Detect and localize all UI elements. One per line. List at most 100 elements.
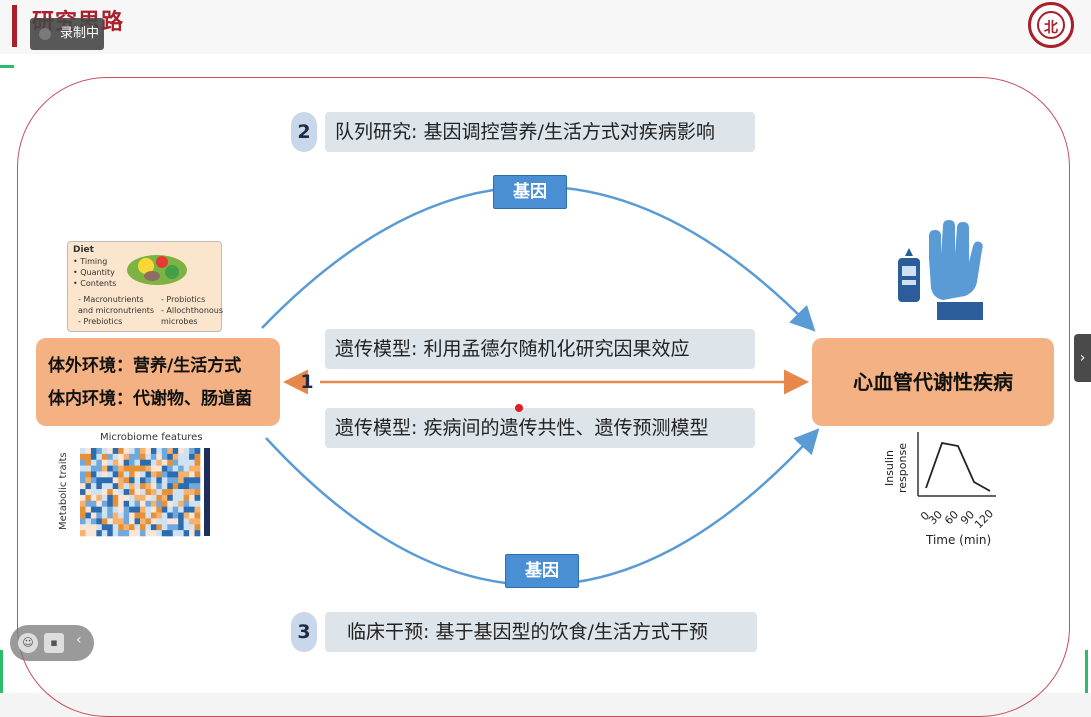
heatmap-cell [112,494,119,502]
heatmap-cell [123,500,130,507]
heatmap-cell [156,453,163,461]
heatmap-cell [134,459,141,466]
heatmap-cell [118,518,124,525]
heatmap-cell [189,518,195,525]
heatmap-cell [172,483,179,490]
heatmap-cell [167,471,174,478]
heatmap-cell [96,494,103,502]
heatmap-cell [85,512,92,519]
heatmap-cell [140,506,146,513]
heatmap-cell [161,518,168,525]
step-2-label: 队列研究: 基因调控营养/生活方式对疾病影响 [325,112,755,152]
diet-subitem: - Prebiotics [78,317,123,326]
heatmap-cell [150,494,157,502]
heatmap-cell [161,500,168,507]
heatmap-cell [140,500,146,507]
heatmap-cell [183,471,190,478]
heatmap-cell [161,459,168,466]
heatmap-cell [85,465,92,472]
heatmap-cell [145,477,152,484]
heatmap-cell [107,512,114,519]
food-bowl-icon [127,255,187,285]
heatmap-cell [85,448,92,455]
heatmap-cell [172,489,179,496]
heatmap-cell [161,512,168,519]
environment-box: 体外环境：营养/生活方式 体内环境：代谢物、肠道菌 [36,338,280,426]
heatmap-cell [80,518,86,525]
heatmap-cell [178,494,184,502]
emoji-icon[interactable]: ☺ [18,633,38,653]
green-corner-mark [1085,650,1088,693]
heatmap-cell [167,483,174,490]
heatmap-cell [101,506,108,513]
heatmap-cell [161,471,168,478]
heatmap-cell [107,530,114,537]
heatmap-cell [183,494,190,502]
heatmap-cell [101,477,108,484]
heatmap-cell [112,477,119,484]
heatmap-cell [90,465,97,472]
heatmap-cell [90,524,97,531]
heatmap-cell [96,518,103,525]
heatmap-cell [172,500,179,507]
heatmap-cell [129,459,135,466]
heatmap-cell [123,489,130,496]
title-accent-bar [12,5,17,47]
chat-icon[interactable]: ▪ [44,633,64,653]
heatmap-cell [194,530,201,537]
heatmap-cell [85,471,92,478]
heatmap-cell [123,477,130,484]
heatmap-cell [96,448,103,455]
collapse-icon[interactable]: ‹ [76,632,82,648]
heatmap-cell [140,518,146,525]
heatmap-cell [145,524,152,531]
diet-subitem: - Allochthonous [161,306,224,315]
diet-subitem: microbes [161,317,198,326]
heatmap-cell [134,512,141,519]
heatmap-cell [118,471,124,478]
insulin-response-chart [917,432,996,497]
heatmap-cell [172,453,179,461]
chevron-right-icon[interactable]: › [1074,334,1091,382]
heatmap-cell [172,471,179,478]
floating-toolbar[interactable]: ☺ ▪ ‹ [10,625,94,661]
heatmap-cell [156,512,163,519]
heatmap-cell [90,500,97,507]
heatmap-cell [85,453,92,461]
heatmap-cell [172,512,179,519]
heatmap-cell [145,471,152,478]
heatmap-cell [194,448,201,455]
heatmap-cell [150,506,157,513]
heatmap-cell [90,459,97,466]
heatmap-cell [172,494,179,502]
heatmap-cell [134,506,141,513]
diet-card: Diet • Timing • Quantity • Contents - Ma… [67,241,224,332]
heatmap-cell [150,453,157,461]
heatmap-cell [123,506,130,513]
recording-badge[interactable]: 录制中 [30,18,104,50]
heatmap-cell [118,500,124,507]
heatmap-cell [178,524,184,531]
heatmap-cell [118,506,124,513]
heatmap-cell [156,448,163,455]
heatmap-cell [101,512,108,519]
heatmap-cell [189,448,195,455]
heatmap-cell [129,524,135,531]
heatmap-cell [145,459,152,466]
heatmap-cell [189,524,195,531]
heatmap-cell [178,448,184,455]
heatmap-cell [80,471,86,478]
heatmap-cell [123,518,130,525]
heatmap-cell [194,512,201,519]
environment-internal: 体内环境：代谢物、肠道菌 [48,389,252,409]
heatmap-cell [118,512,124,519]
heatmap-cell [134,471,141,478]
heatmap-cell [194,453,201,461]
heatmap-cell [123,465,130,472]
heatmap-cell [178,512,184,519]
heatmap-cell [178,453,184,461]
heatmap-cell [101,465,108,472]
heatmap-cell [101,448,108,455]
heatmap-cell [129,518,135,525]
heatmap-cell [90,489,97,496]
